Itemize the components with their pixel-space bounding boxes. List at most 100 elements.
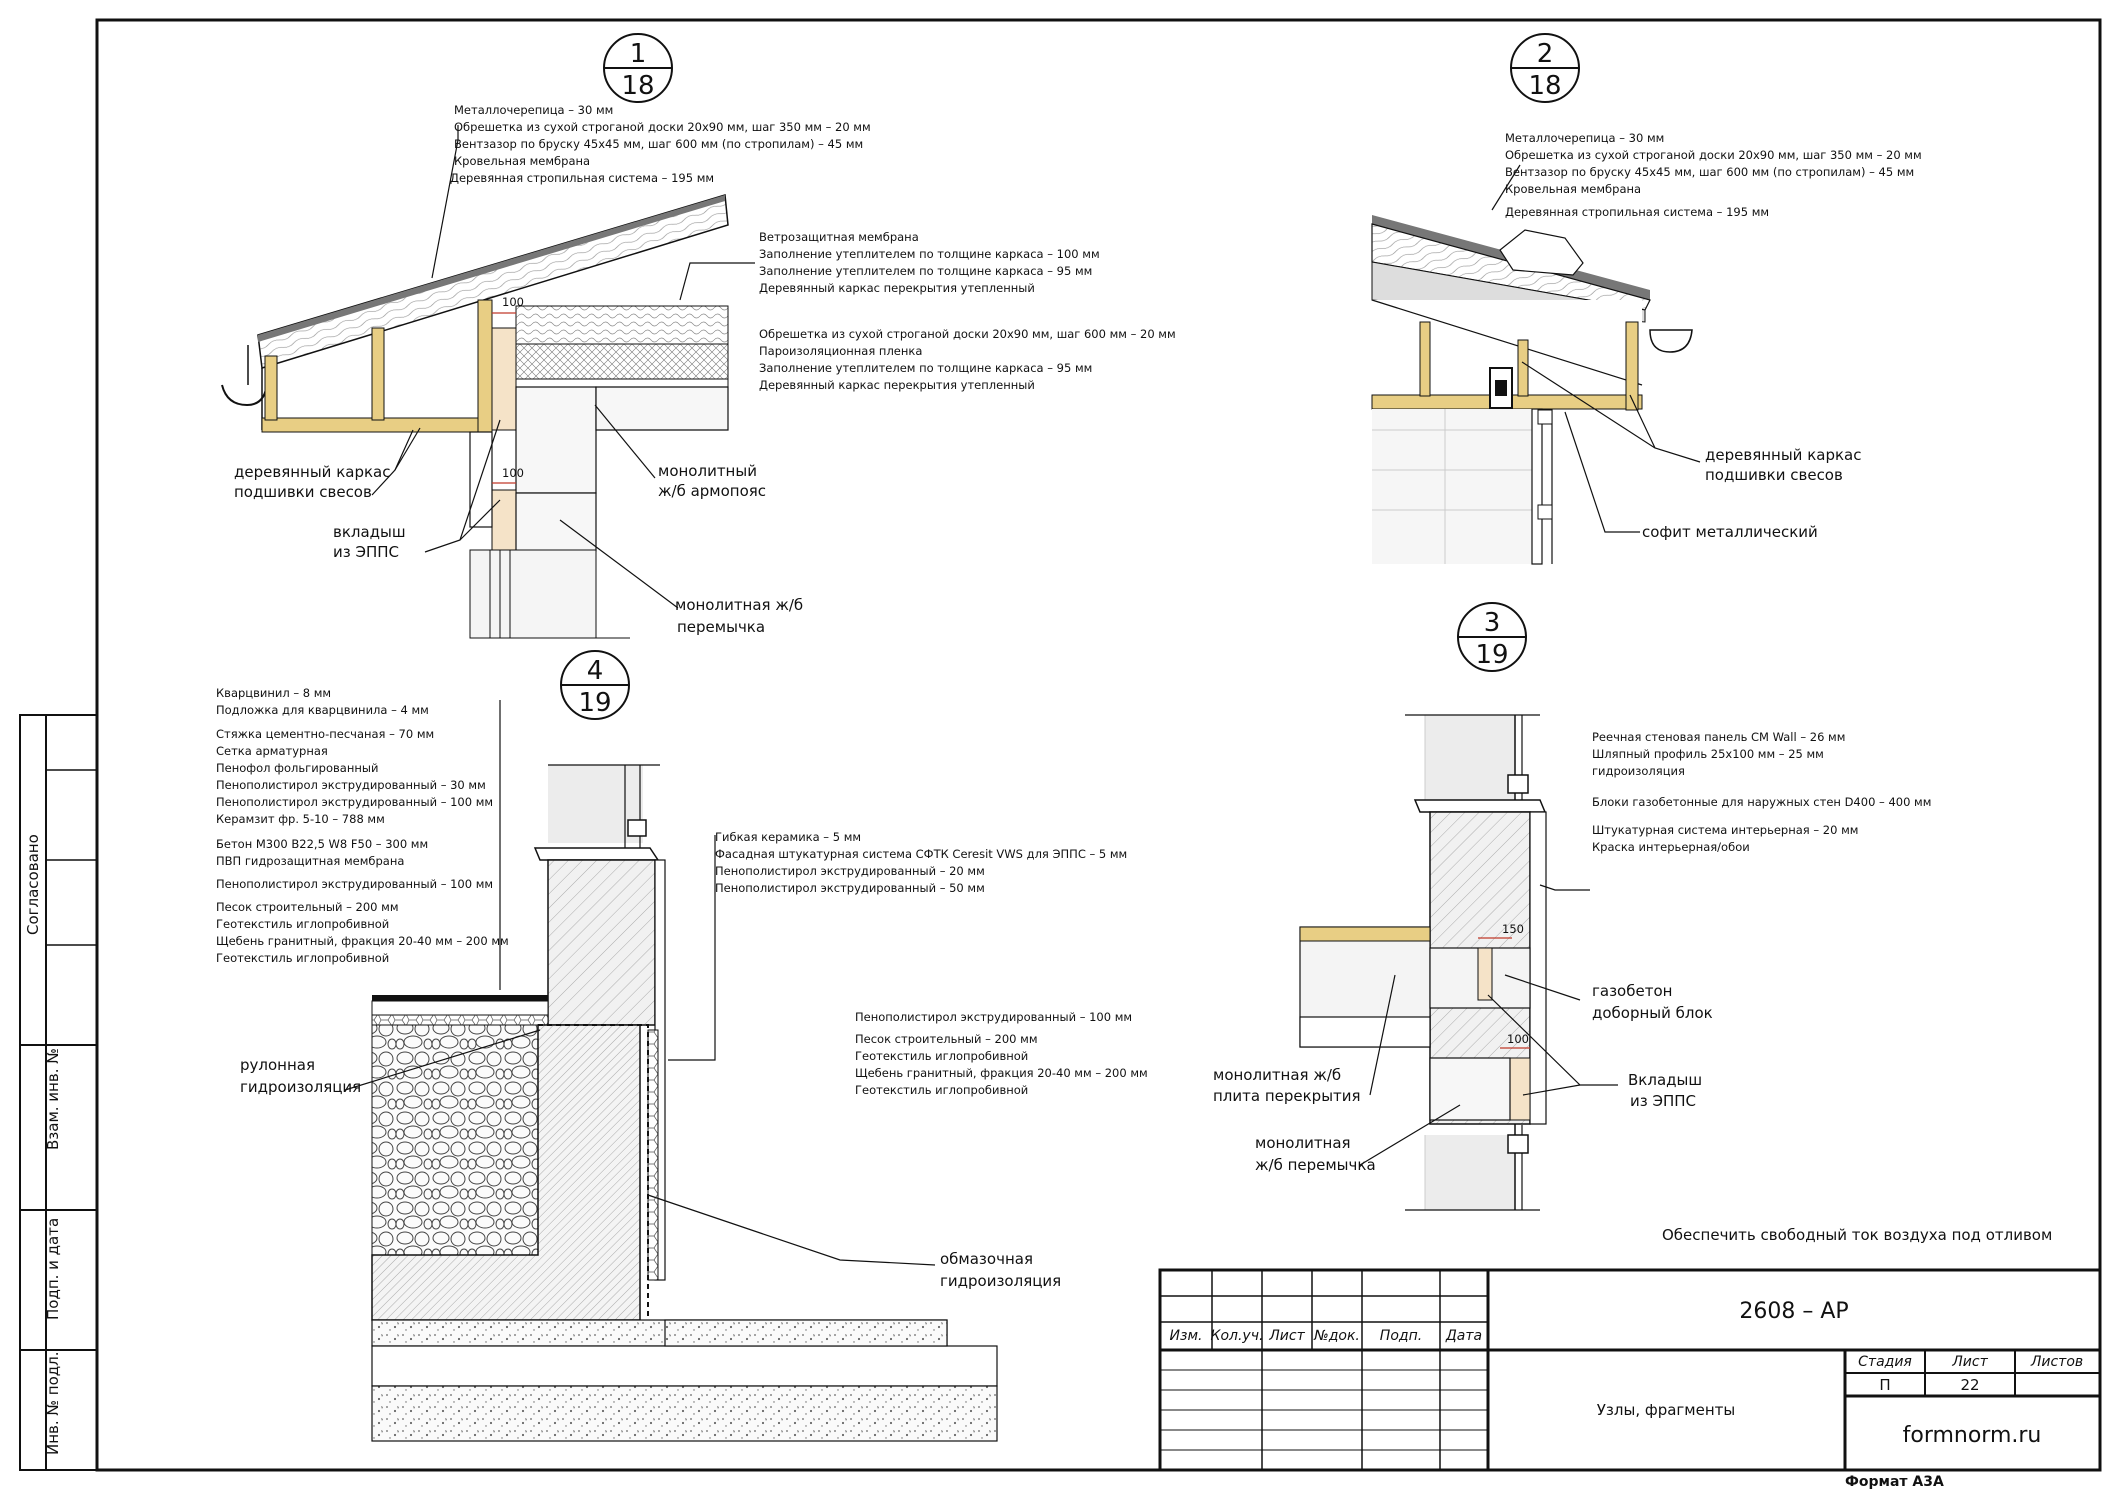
node-3-drawing	[1299, 714, 1618, 1211]
svg-text:Пенополистирол экструдированны: Пенополистирол экструдированный – 20 мм	[715, 864, 985, 878]
svg-text:Пенополистирол экструдированны: Пенополистирол экструдированный – 100 мм	[855, 1010, 1132, 1024]
svg-text:Штукатурная система интерьерна: Штукатурная система интерьерная – 20 мм	[1592, 823, 1858, 837]
node4-facade-notes: Гибкая керамика – 5 мм Фасадная штукатур…	[715, 830, 1127, 895]
svg-text:Пенополистирол экструдированны: Пенополистирол экструдированный – 50 мм	[715, 881, 985, 895]
node2-roof-notes: Металлочерепица – 30 мм Обрешетка из сух…	[1505, 131, 1922, 219]
node1-dim-bottom: 100	[502, 466, 524, 480]
svg-text:Бетон М300 В22,5 W8 F50 – 300: Бетон М300 В22,5 W8 F50 – 300 мм	[216, 837, 428, 851]
callout-3-top: 3	[1484, 608, 1501, 638]
tb-sheet-title: Узлы, фрагменты	[1597, 1401, 1735, 1419]
callout-4	[560, 650, 630, 720]
tb-col-change: Изм.	[1170, 1328, 1203, 1344]
svg-text:Песок строительный – 200 мм: Песок строительный – 200 мм	[216, 900, 399, 914]
svg-text:Щебень гранитный, фракция 20-4: Щебень гранитный, фракция 20-40 мм – 200…	[216, 934, 509, 948]
callout-2	[1510, 33, 1580, 103]
node3-dim-top: 150	[1502, 922, 1524, 936]
svg-text:Заполнение утеплителем по толщ: Заполнение утеплителем по толщине каркас…	[759, 361, 1092, 375]
tb-col-date: Дата	[1445, 1328, 1482, 1344]
svg-text:Кварцвинил – 8 мм: Кварцвинил – 8 мм	[216, 686, 331, 700]
svg-text:Сетка арматурная: Сетка арматурная	[216, 744, 328, 758]
svg-text:Шляпный профиль 25х100 мм – 25: Шляпный профиль 25х100 мм – 25 мм	[1592, 747, 1824, 761]
svg-text:Пенополистирол экструдированны: Пенополистирол экструдированный – 100 мм	[216, 795, 493, 809]
svg-text:Геотекстиль иглопробивной: Геотекстиль иглопробивной	[216, 951, 389, 965]
svg-text:Металлочерепица – 30 мм: Металлочерепица – 30 мм	[1505, 131, 1664, 145]
svg-text:Ветрозащитная мембрана: Ветрозащитная мембрана	[759, 230, 919, 244]
node3-label-aerated-1: газобетон	[1592, 982, 1672, 1000]
node1-label-frame-1: деревянный каркас	[234, 463, 390, 481]
node2-label-frame-2: подшивки свесов	[1705, 466, 1843, 484]
node3-label-insert-2: из ЭППС	[1630, 1092, 1696, 1110]
tb-stage-value: П	[1879, 1376, 1890, 1394]
node4-label-roll-2: гидроизоляция	[240, 1078, 361, 1096]
svg-text:Деревянная стропильная система: Деревянная стропильная система – 195 мм	[450, 171, 714, 185]
tb-project-code: 2608 – АР	[1739, 1299, 1848, 1324]
tb-sheet-value: 22	[1960, 1376, 1979, 1394]
svg-text:Фасадная штукатурная система С: Фасадная штукатурная система СФТК Ceresi…	[715, 847, 1127, 861]
tb-format: Формат А3А	[1845, 1474, 1944, 1489]
node1-ceiling-notes-a: Ветрозащитная мембрана Заполнение утепли…	[759, 230, 1100, 295]
node3-label-insert-1: Вкладыш	[1628, 1071, 1702, 1089]
svg-text:Краска интерьерная/обои: Краска интерьерная/обои	[1592, 840, 1750, 854]
svg-text:Металлочерепица – 30 мм: Металлочерепица – 30 мм	[454, 103, 613, 117]
svg-text:Подложка для кварцвинила – 4 м: Подложка для кварцвинила – 4 мм	[216, 703, 429, 717]
svg-text:Заполнение утеплителем по толщ: Заполнение утеплителем по толщине каркас…	[759, 247, 1100, 261]
node3-wall-notes: Реечная стеновая панель CM Wall – 26 мм …	[1592, 730, 1931, 854]
svg-text:Песок строительный – 200 мм: Песок строительный – 200 мм	[855, 1032, 1038, 1046]
svg-text:Деревянная стропильная система: Деревянная стропильная система – 195 мм	[1505, 205, 1769, 219]
node3-dim-bottom: 100	[1507, 1032, 1529, 1046]
node1-label-insert-2: из ЭППС	[333, 543, 399, 561]
tb-col-sheet: Лист	[1268, 1328, 1305, 1344]
tb-col-sign: Подп.	[1380, 1328, 1422, 1344]
node1-ceiling-notes-b: Обрешетка из сухой строганой доски 20х90…	[759, 327, 1176, 392]
callout-2-top: 2	[1537, 39, 1554, 69]
title-block	[1158, 1268, 2102, 1472]
callout-1	[603, 33, 673, 103]
svg-text:Кровельная мембрана: Кровельная мембрана	[1505, 182, 1641, 196]
node1-label-frame-2: подшивки свесов	[234, 483, 372, 501]
svg-text:Обрешетка из сухой строганой д: Обрешетка из сухой строганой доски 20х90…	[454, 120, 871, 134]
node1-label-belt-1: монолитный	[658, 462, 757, 480]
node2-label-soffit: софит металлический	[1642, 523, 1818, 541]
node3-label-lintel-2: ж/б перемычка	[1255, 1156, 1376, 1174]
svg-text:Пароизоляционная пленка: Пароизоляционная пленка	[759, 344, 922, 358]
node-2-drawing	[1371, 164, 1701, 565]
svg-text:Блоки газобетонные для наружны: Блоки газобетонные для наружных стен D40…	[1592, 795, 1931, 809]
svg-text:Реечная стеновая панель CM Wal: Реечная стеновая панель CM Wall – 26 мм	[1592, 730, 1845, 744]
svg-text:ПВП гидрозащитная мембрана: ПВП гидрозащитная мембрана	[216, 854, 404, 868]
node4-blind-area-notes: Пенополистирол экструдированный – 100 мм…	[855, 1010, 1148, 1097]
callout-1-bottom: 18	[621, 71, 654, 101]
stamp-sign-date: Подп. и дата	[44, 1218, 62, 1320]
node4-label-roll-1: рулонная	[240, 1056, 315, 1074]
node3-label-lintel-1: монолитная	[1255, 1134, 1351, 1152]
node3-airflow-note: Обеспечить свободный ток воздуха под отл…	[1662, 1226, 2052, 1244]
tb-col-doc: №док.	[1313, 1328, 1360, 1344]
svg-text:Геотекстиль иглопробивной: Геотекстиль иглопробивной	[216, 917, 389, 931]
node3-label-slab-2: плита перекрытия	[1213, 1087, 1361, 1105]
stamp-inv-original: Инв. № подл.	[44, 1352, 62, 1455]
node1-label-belt-2: ж/б армопояс	[658, 482, 766, 500]
stamp-agreed: Согласовано	[24, 834, 42, 935]
svg-text:Пенополистирол экструдированны: Пенополистирол экструдированный – 30 мм	[216, 778, 486, 792]
callout-4-top: 4	[587, 656, 604, 686]
svg-text:Заполнение утеплителем по толщ: Заполнение утеплителем по толщине каркас…	[759, 264, 1092, 278]
svg-text:Гибкая керамика – 5 мм: Гибкая керамика – 5 мм	[715, 830, 861, 844]
node4-floor-notes: Кварцвинил – 8 мм Подложка для кварцвини…	[216, 686, 509, 965]
node-1-drawing	[221, 125, 755, 639]
node1-dim-top: 100	[502, 295, 524, 309]
svg-text:Обрешетка из сухой строганой д: Обрешетка из сухой строганой доски 20х90…	[1505, 148, 1922, 162]
svg-text:Пенополистирол экструдированны: Пенополистирол экструдированный – 100 мм	[216, 877, 493, 891]
node3-label-aerated-2: доборный блок	[1592, 1004, 1713, 1022]
tb-sheet-label: Лист	[1951, 1354, 1988, 1370]
callout-4-bottom: 19	[578, 688, 611, 718]
node1-roof-notes: Металлочерепица – 30 мм Обрешетка из сух…	[450, 103, 871, 185]
svg-text:Деревянный каркас перекрытия у: Деревянный каркас перекрытия утепленный	[759, 378, 1035, 392]
callout-3	[1457, 602, 1527, 672]
tb-stage-label: Стадия	[1858, 1354, 1912, 1370]
svg-text:Керамзит фр. 5-10 – 788 мм: Керамзит фр. 5-10 – 788 мм	[216, 812, 385, 826]
node4-label-coat-2: гидроизоляция	[940, 1272, 1061, 1290]
svg-text:Обрешетка из сухой строганой д: Обрешетка из сухой строганой доски 20х90…	[759, 327, 1176, 341]
node-4-drawing	[344, 700, 998, 1442]
tb-company: formnorm.ru	[1903, 1423, 2042, 1448]
tb-col-qty: Кол.уч.	[1211, 1328, 1264, 1344]
